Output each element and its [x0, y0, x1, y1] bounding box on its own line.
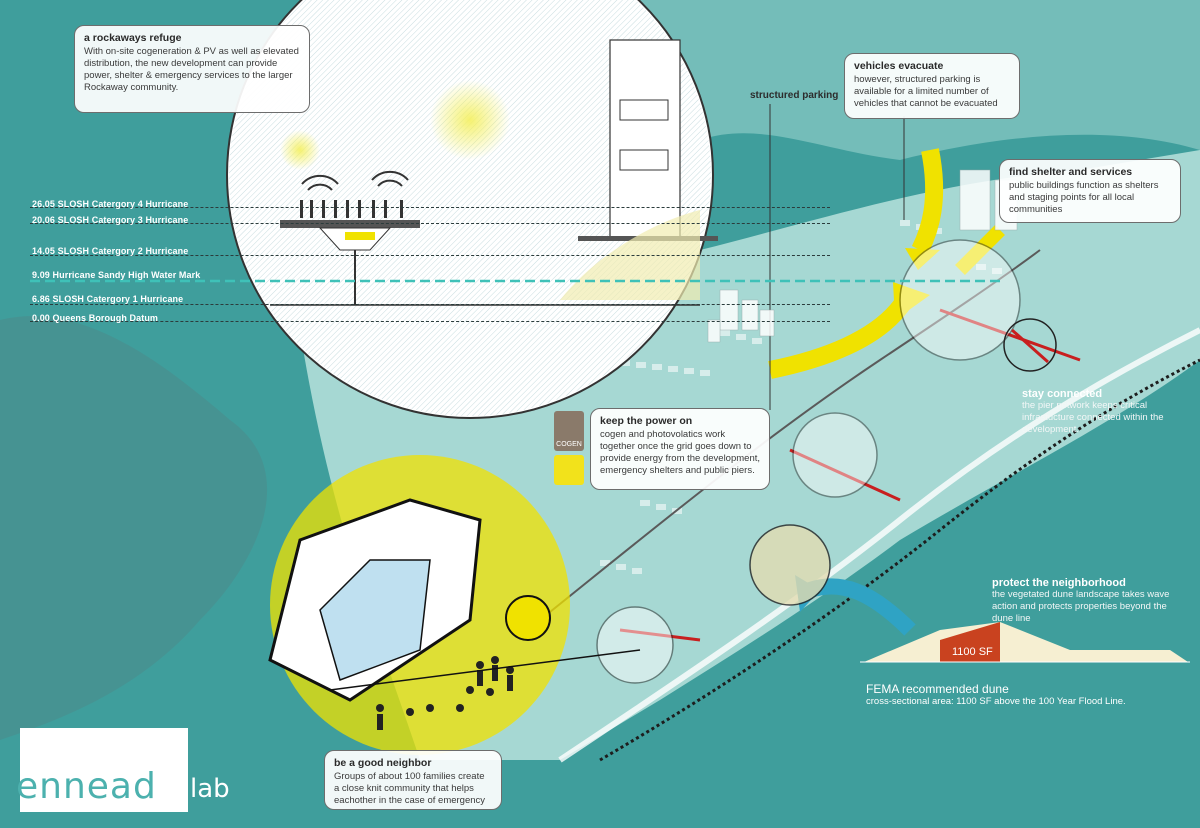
callout-body: Groups of about 100 families create a cl…	[334, 771, 486, 806]
level-label: 26.05 SLOSH Catergory 4 Hurricane	[32, 199, 189, 209]
callout-good-neighbor: be a good neighbor Groups of about 100 f…	[324, 750, 502, 810]
structured-parking-label: structured parking	[750, 90, 839, 101]
callout-title: a rockaways refuge	[84, 32, 182, 44]
logo-box	[20, 728, 188, 812]
cogen-icon: COGEN	[554, 411, 584, 451]
callout-find-shelter: find shelter and services public buildin…	[999, 159, 1181, 223]
level-label: 0.00 Queens Borough Datum	[32, 313, 159, 323]
callout-title: keep the power on	[600, 415, 693, 427]
solar-icon	[554, 455, 584, 485]
callout-body: the vegetated dune landscape takes wave …	[992, 589, 1170, 624]
callout-body: cogen and photovolatics work together on…	[600, 429, 761, 476]
callout-stay-connected: stay connected the pier network keeps cr…	[1022, 388, 1190, 436]
dune-area-label: 1100 SF	[952, 646, 993, 658]
callout-body: the pier network keeps critical infrastu…	[1022, 400, 1164, 435]
level-line-1	[30, 304, 830, 305]
callout-body: public buildings function as shelters an…	[1009, 180, 1159, 215]
callout-title: protect the neighborhood	[992, 577, 1126, 589]
callout-body: With on-site cogeneration & PV as well a…	[84, 46, 299, 93]
callout-body: however, structured parking is available…	[854, 74, 998, 109]
callout-keep-power-on: keep the power on cogen and photovolatic…	[590, 408, 770, 490]
logo-suffix: lab	[190, 774, 230, 804]
callout-vehicles-evacuate: vehicles evacuate however, structured pa…	[844, 53, 1020, 119]
level-line-0	[30, 321, 830, 322]
callout-title: be a good neighbor	[334, 757, 432, 769]
logo-wordmark: ennead	[16, 766, 157, 807]
callout-protect-neighborhood: protect the neighborhood the vegetated d…	[992, 577, 1178, 625]
callout-refuge: a rockaways refuge With on-site cogenera…	[74, 25, 310, 113]
level-label: 9.09 Hurricane Sandy High Water Mark	[32, 270, 201, 280]
level-line-4	[30, 207, 830, 208]
level-line-3	[30, 223, 830, 224]
fema-title: FEMA recommended dune	[866, 682, 1009, 696]
cogen-label: COGEN	[556, 441, 582, 448]
fema-dune-caption: FEMA recommended dune cross-sectional ar…	[866, 682, 1126, 707]
level-label: 6.86 SLOSH Catergory 1 Hurricane	[32, 294, 184, 304]
fema-body: cross-sectional area: 1100 SF above the …	[866, 696, 1126, 707]
callout-title: find shelter and services	[1009, 166, 1133, 178]
callout-title: vehicles evacuate	[854, 60, 944, 72]
level-label: 14.05 SLOSH Catergory 2 Hurricane	[32, 246, 189, 256]
callout-title: stay connected	[1022, 388, 1103, 400]
level-line-2	[30, 255, 830, 256]
level-label: 20.06 SLOSH Catergory 3 Hurricane	[32, 215, 189, 225]
